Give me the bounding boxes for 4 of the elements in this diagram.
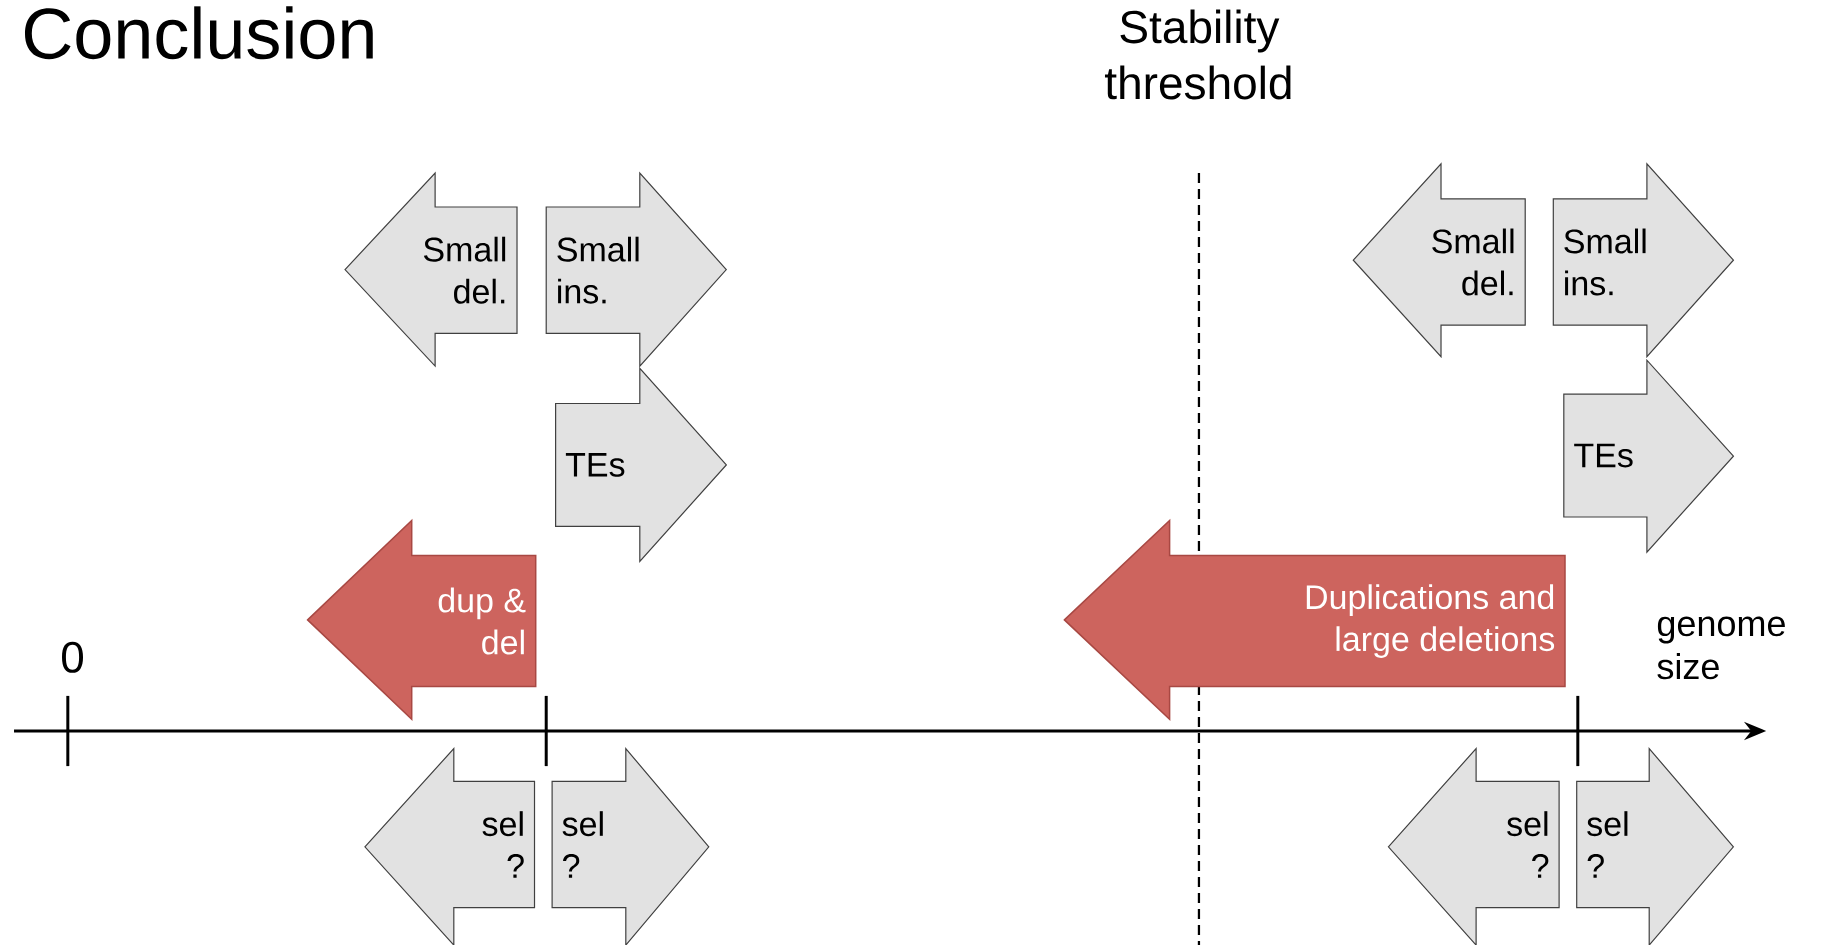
title: Conclusion bbox=[24, 6, 373, 60]
axis-origin-label: 0 bbox=[62, 641, 83, 673]
axis-label: genome size bbox=[1657, 616, 1785, 680]
threshold-label: Stability threshold bbox=[1105, 9, 1291, 100]
